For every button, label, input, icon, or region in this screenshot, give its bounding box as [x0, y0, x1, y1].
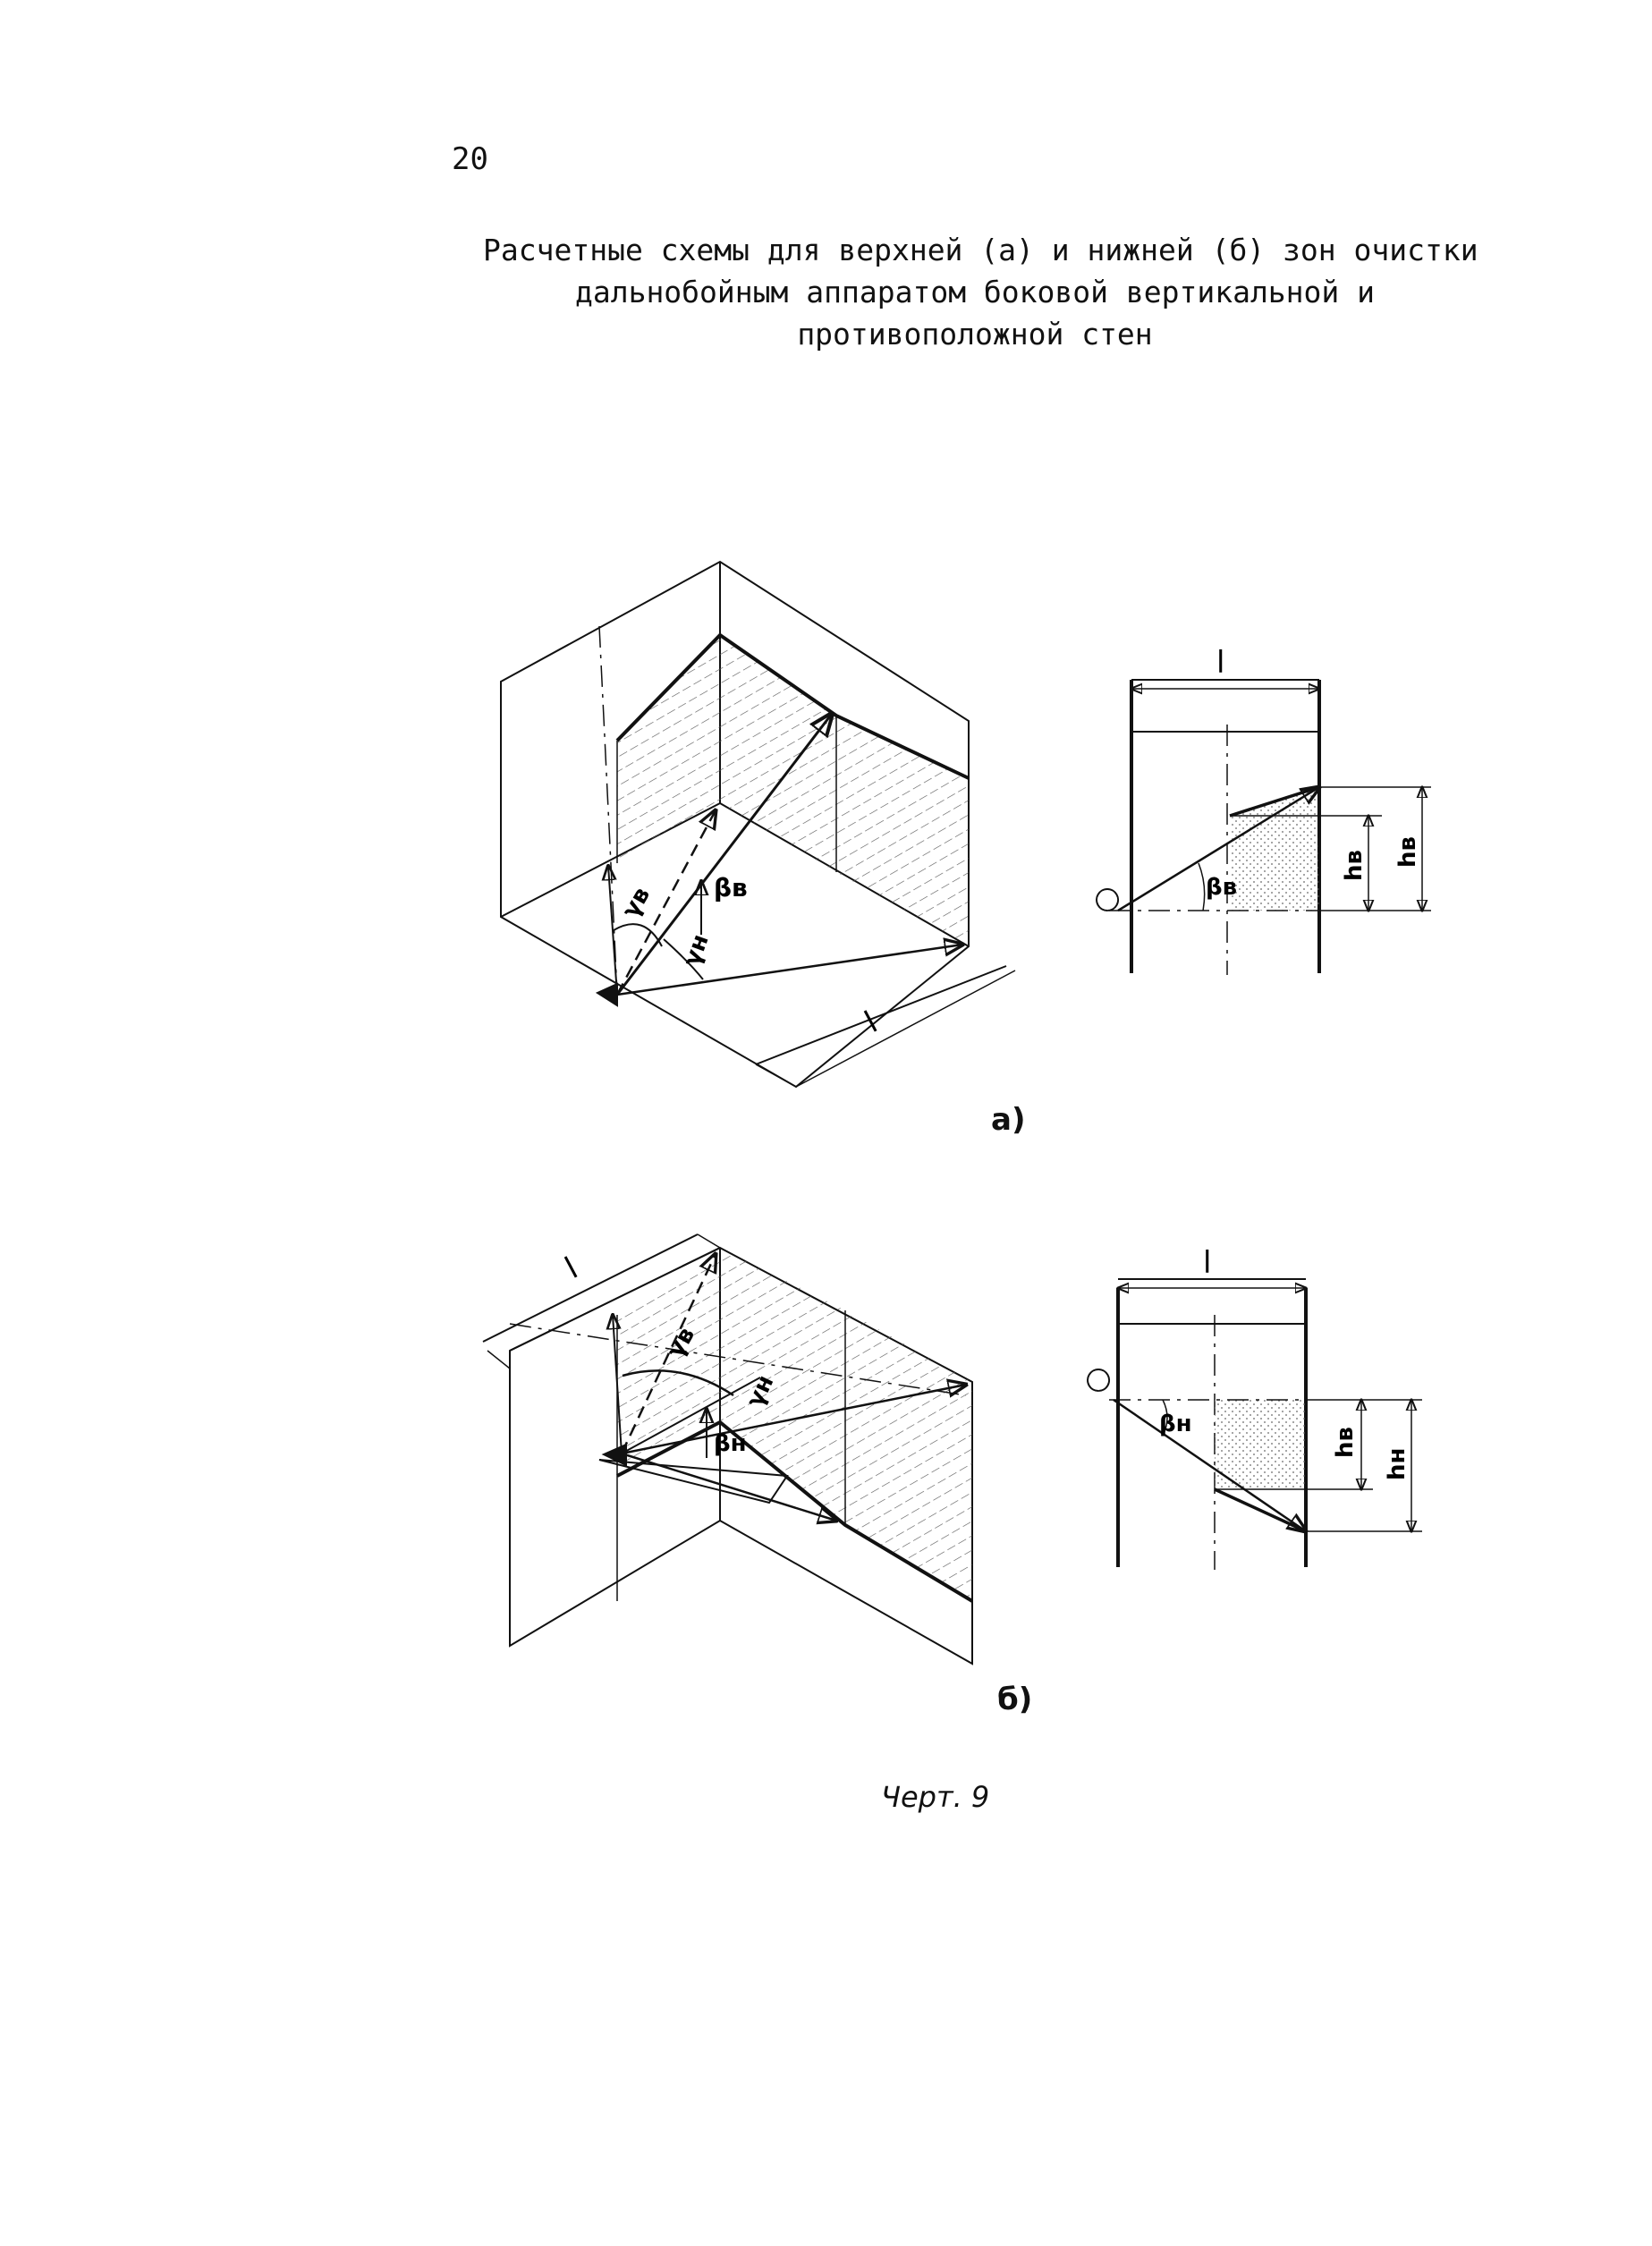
part-a-iso-label-gamma-1: γв: [617, 883, 656, 923]
part-b-side-view: [1087, 1278, 1422, 1570]
part-a-side-label-length: l: [1216, 645, 1224, 681]
title-line-2: дальнобойным аппаратом боковой вертикаль…: [574, 275, 1376, 309]
title-line-3: противоположной стен: [797, 317, 1153, 352]
figure-caption: Черт. 9: [881, 1780, 990, 1814]
part-b-label: б): [997, 1682, 1033, 1717]
part-a-side-label-beta: βв: [1206, 874, 1237, 901]
part-a-label: а): [991, 1102, 1026, 1138]
part-a-iso-label-beta: βв: [714, 873, 748, 903]
part-b-side-label-length: l: [1203, 1245, 1211, 1281]
part-a-isometric: [500, 560, 1016, 1089]
part-a-side-view: [1096, 679, 1431, 975]
page-number: 20: [452, 141, 488, 177]
part-b-iso-label-beta: βн: [714, 1430, 747, 1457]
part-b-side-label-beta: βн: [1159, 1411, 1192, 1437]
part-a-side-label-h-inner: hв: [1341, 850, 1368, 881]
part-b-side-label-h-outer: hн: [1384, 1448, 1411, 1480]
part-b-iso-label-length: l: [559, 1250, 583, 1286]
part-a-iso-label-gamma-2: γн: [678, 931, 714, 970]
title-line-1: Расчетные схемы для верхней (а) и нижней…: [483, 233, 1478, 267]
part-b-side-label-h-inner: hв: [1332, 1427, 1359, 1458]
part-a-side-label-h-outer: hв: [1394, 836, 1421, 868]
figure-title: Расчетные схемы для верхней (а) и нижней…: [483, 229, 1478, 355]
part-b-isometric: [482, 1233, 974, 1665]
